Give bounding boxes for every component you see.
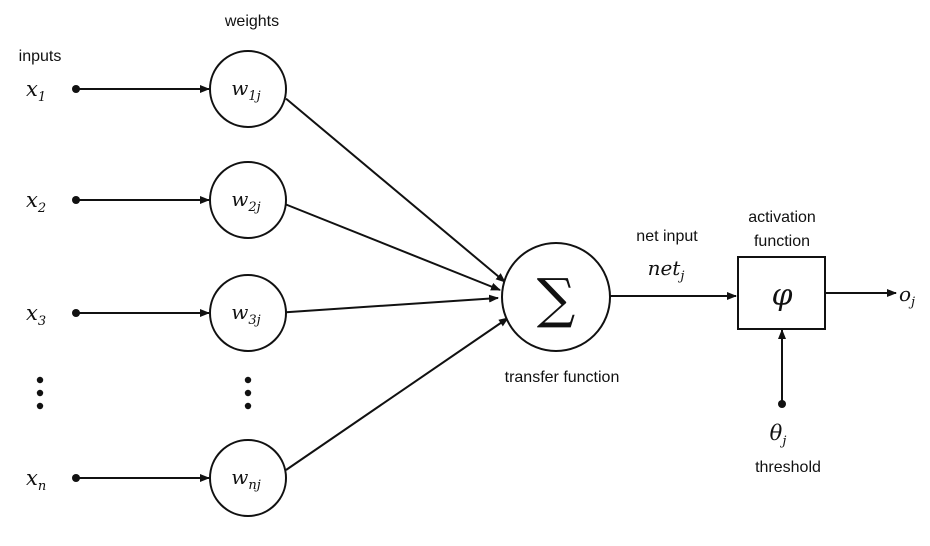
weight-label: wnj xyxy=(231,465,261,493)
output-symbol: oj xyxy=(899,282,915,310)
net-input-label: net input xyxy=(636,228,698,245)
threshold-label: threshold xyxy=(755,459,821,476)
transfer-function-label: transfer function xyxy=(505,369,620,386)
input-row: x2 w2j xyxy=(26,161,501,291)
input-row: xn wnj xyxy=(26,317,509,517)
weight-node xyxy=(209,274,287,352)
input-label: x1 xyxy=(26,77,46,105)
activation-label-1: activation xyxy=(748,209,816,226)
sum-symbol: ∑ xyxy=(537,267,576,330)
weight-ellipsis xyxy=(244,376,252,410)
weight-label: w2j xyxy=(231,187,260,215)
sum-node: ∑ xyxy=(501,242,611,352)
weights-label: weights xyxy=(224,13,279,30)
weight-node xyxy=(209,161,287,239)
weight-to-sum-arrow xyxy=(285,294,499,314)
input-label: x3 xyxy=(26,301,46,329)
weight-node xyxy=(209,439,287,517)
weight-to-sum-arrow xyxy=(285,97,506,283)
inputs-label: inputs xyxy=(19,48,62,65)
phi-symbol: φ xyxy=(771,278,792,313)
weight-label: w3j xyxy=(231,300,260,328)
weight-to-sum-arrow xyxy=(285,203,501,291)
net-symbol: netj xyxy=(648,256,685,284)
theta-symbol: θj xyxy=(770,421,787,449)
input-ellipsis xyxy=(36,376,44,410)
input-row: x1 w1j xyxy=(26,50,506,283)
weight-to-sum-arrow xyxy=(285,317,509,471)
weight-node xyxy=(209,50,287,128)
input-row: x3 w3j xyxy=(26,274,499,352)
activation-label-2: function xyxy=(754,233,810,250)
input-label: x2 xyxy=(26,188,46,216)
activation-box: φ xyxy=(737,256,826,330)
weight-label: w1j xyxy=(231,76,260,104)
input-label: xn xyxy=(26,466,46,494)
